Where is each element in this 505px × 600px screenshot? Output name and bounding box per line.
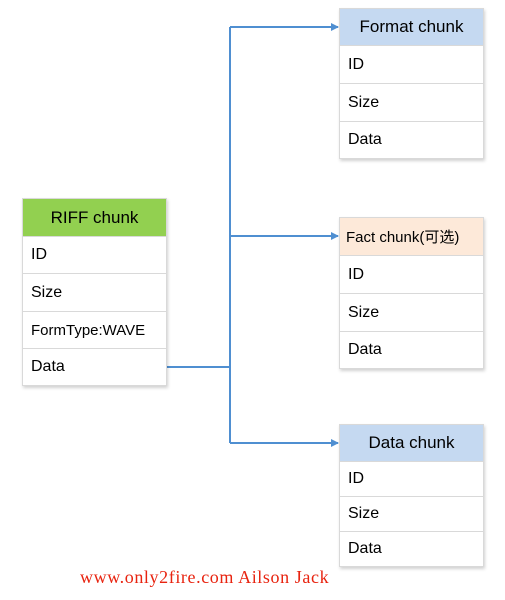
riff-chunk-title: RIFF chunk: [23, 199, 166, 237]
data-field-data: Data: [348, 540, 382, 557]
data-field-size: Size: [340, 497, 483, 532]
format-field-data: Data: [348, 131, 382, 148]
fact-chunk-title: Fact chunk(可选): [340, 218, 483, 256]
format-chunk-title: Format chunk: [340, 9, 483, 46]
fact-field-size: Size: [340, 294, 483, 332]
riff-field-data: Data: [31, 358, 65, 375]
format-chunk-box: Format chunk ID Size Data: [339, 8, 484, 159]
fact-field-data: Data: [348, 341, 382, 358]
fact-field-id: ID: [340, 256, 483, 294]
riff-field-size: Size: [23, 274, 166, 312]
fact-chunk-box: Fact chunk(可选) ID Size Data: [339, 217, 484, 369]
watermark-text: www.only2fire.com Ailson Jack: [80, 567, 330, 587]
format-field-id: ID: [340, 46, 483, 84]
format-field-size: Size: [340, 84, 483, 122]
riff-field-id: ID: [23, 237, 166, 274]
data-chunk-box: Data chunk ID Size Data: [339, 424, 484, 567]
data-chunk-title: Data chunk: [340, 425, 483, 462]
data-field-id: ID: [340, 462, 483, 497]
riff-chunk-box: RIFF chunk ID Size FormType:WAVE Data: [22, 198, 167, 386]
riff-field-formtype: FormType:WAVE: [23, 312, 166, 349]
